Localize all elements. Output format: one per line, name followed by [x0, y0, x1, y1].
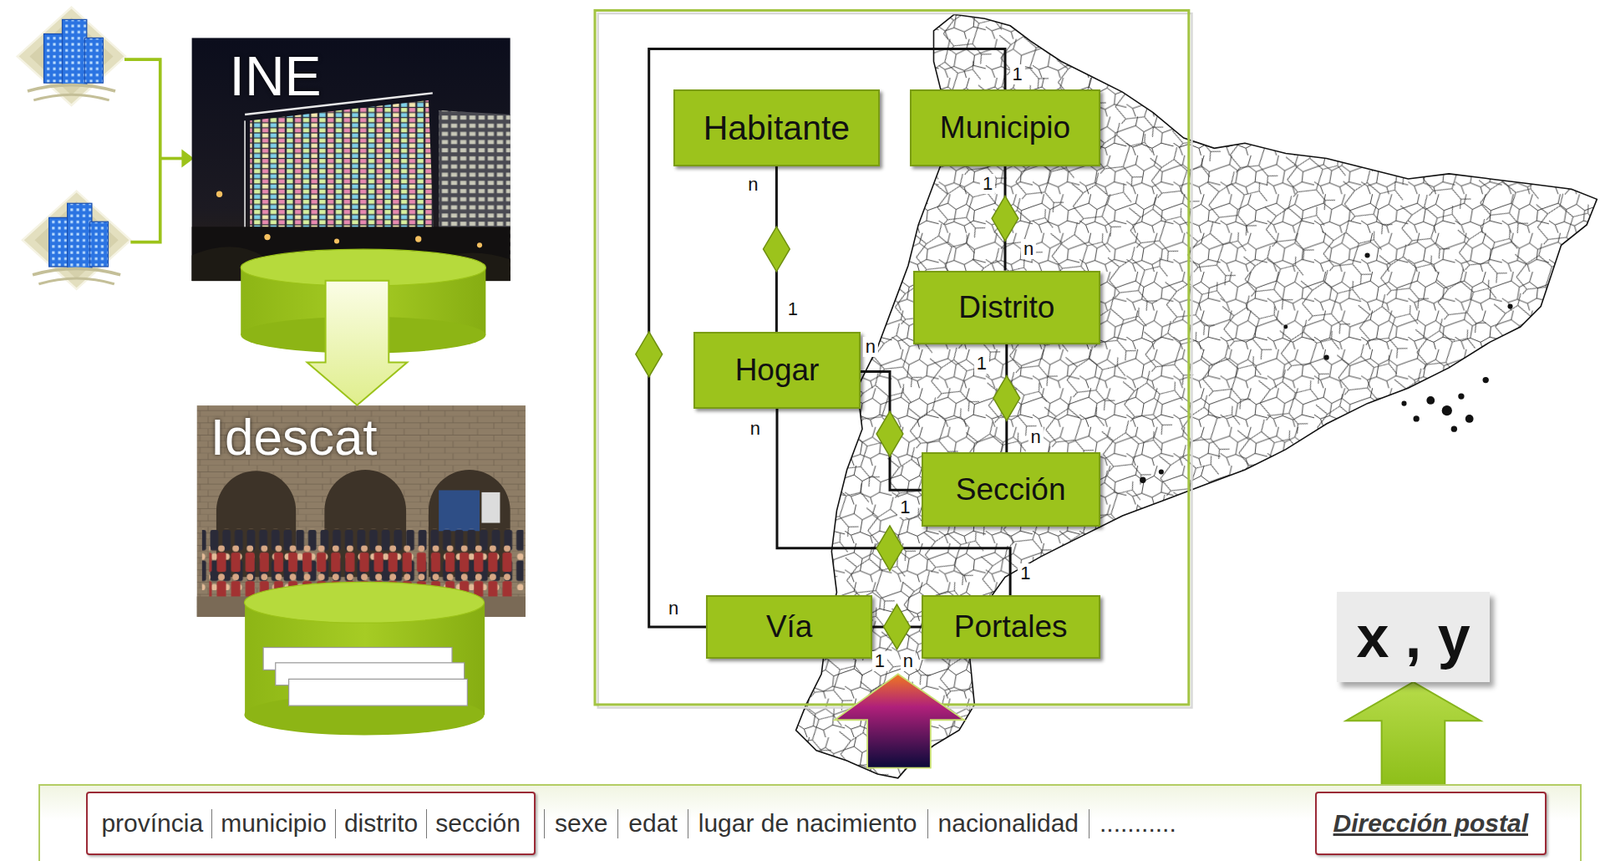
cardinality-label: 1 — [980, 173, 996, 194]
relationship-diamond — [991, 195, 1019, 241]
node-text: Dirección postal — [1325, 808, 1537, 839]
diagram-frame — [594, 10, 1192, 707]
relationship-diamond — [635, 331, 663, 377]
node-text: Municipio — [939, 110, 1071, 146]
node-text: INE — [229, 45, 322, 107]
relationship-diamond — [876, 411, 904, 457]
node-text: Vía — [766, 609, 813, 645]
source-photo: Idescat — [197, 405, 526, 617]
cardinality-label: n — [665, 598, 681, 619]
cardinality-label: n — [1020, 238, 1037, 260]
field-group: provínciamunicipiodistritosección — [86, 791, 536, 855]
relationship-diamond — [763, 226, 791, 272]
node-text: nacionalidad — [927, 808, 1089, 839]
cardinality-label: 1 — [974, 353, 990, 374]
cardinality-label: 1 — [897, 497, 913, 518]
source-photo: INE — [192, 37, 511, 281]
node-text: sexe — [543, 808, 618, 839]
flow-arrow — [1346, 681, 1481, 793]
ine-photo — [192, 37, 511, 281]
record-bar: sexeedatlugar de nacimientonacionalidad.… — [38, 783, 1582, 861]
cardinality-label: n — [863, 336, 879, 357]
node-text: ........... — [1088, 808, 1187, 839]
cardinality-label: 1 — [1017, 563, 1033, 584]
node-text: edat — [617, 808, 687, 839]
cardinality-label: n — [900, 650, 916, 671]
node-text: distrito — [335, 808, 427, 839]
node-text: lugar de nacimiento — [687, 808, 928, 839]
relationship-line — [860, 371, 922, 491]
cardinality-label: n — [1027, 426, 1043, 447]
relationship-diamond — [883, 604, 911, 650]
flow-arrow — [307, 280, 408, 406]
node-text: Sección — [955, 472, 1067, 508]
node-text: Distrito — [958, 289, 1055, 326]
cardinality-label: 1 — [872, 650, 888, 671]
node-text: província — [92, 808, 212, 839]
catalonia-map — [796, 14, 1598, 778]
input-arrow — [834, 673, 965, 767]
cardinality-label: n — [747, 418, 763, 439]
entity-box: Municipio — [909, 89, 1100, 167]
cardinality-label: 1 — [785, 299, 801, 320]
entity-box: Distrito — [913, 270, 1100, 345]
node-text: Idescat — [210, 407, 378, 466]
relationship-diamond — [993, 375, 1021, 421]
arrow-shape — [1346, 681, 1481, 793]
entity-box: Hogar — [693, 331, 860, 409]
node-text: municipio — [211, 808, 336, 839]
entity-box: Portales — [921, 594, 1101, 659]
node-text: Habitante — [703, 108, 851, 148]
entity-box: Sección — [921, 452, 1101, 527]
relationship-line — [872, 604, 922, 650]
idescat-database — [244, 581, 486, 735]
relationship-diamond — [876, 525, 904, 571]
relationship-line — [991, 166, 1019, 271]
entity-box: Habitante — [673, 89, 880, 167]
arrow-shape — [307, 280, 408, 406]
building-icons — [17, 7, 194, 290]
node-text: Hogar — [735, 352, 820, 388]
node-text: Portales — [954, 609, 1068, 645]
coordinate-box: x , y — [1336, 591, 1490, 681]
node-text: sección — [426, 808, 529, 839]
cardinality-label: n — [745, 174, 761, 195]
entity-box: Vía — [706, 594, 873, 659]
relationship-line — [993, 344, 1021, 453]
field-group: Dirección postal — [1315, 791, 1547, 855]
cardinality-label: 1 — [1010, 64, 1026, 85]
node-text: x , y — [1356, 603, 1470, 671]
connector-line — [860, 371, 922, 491]
